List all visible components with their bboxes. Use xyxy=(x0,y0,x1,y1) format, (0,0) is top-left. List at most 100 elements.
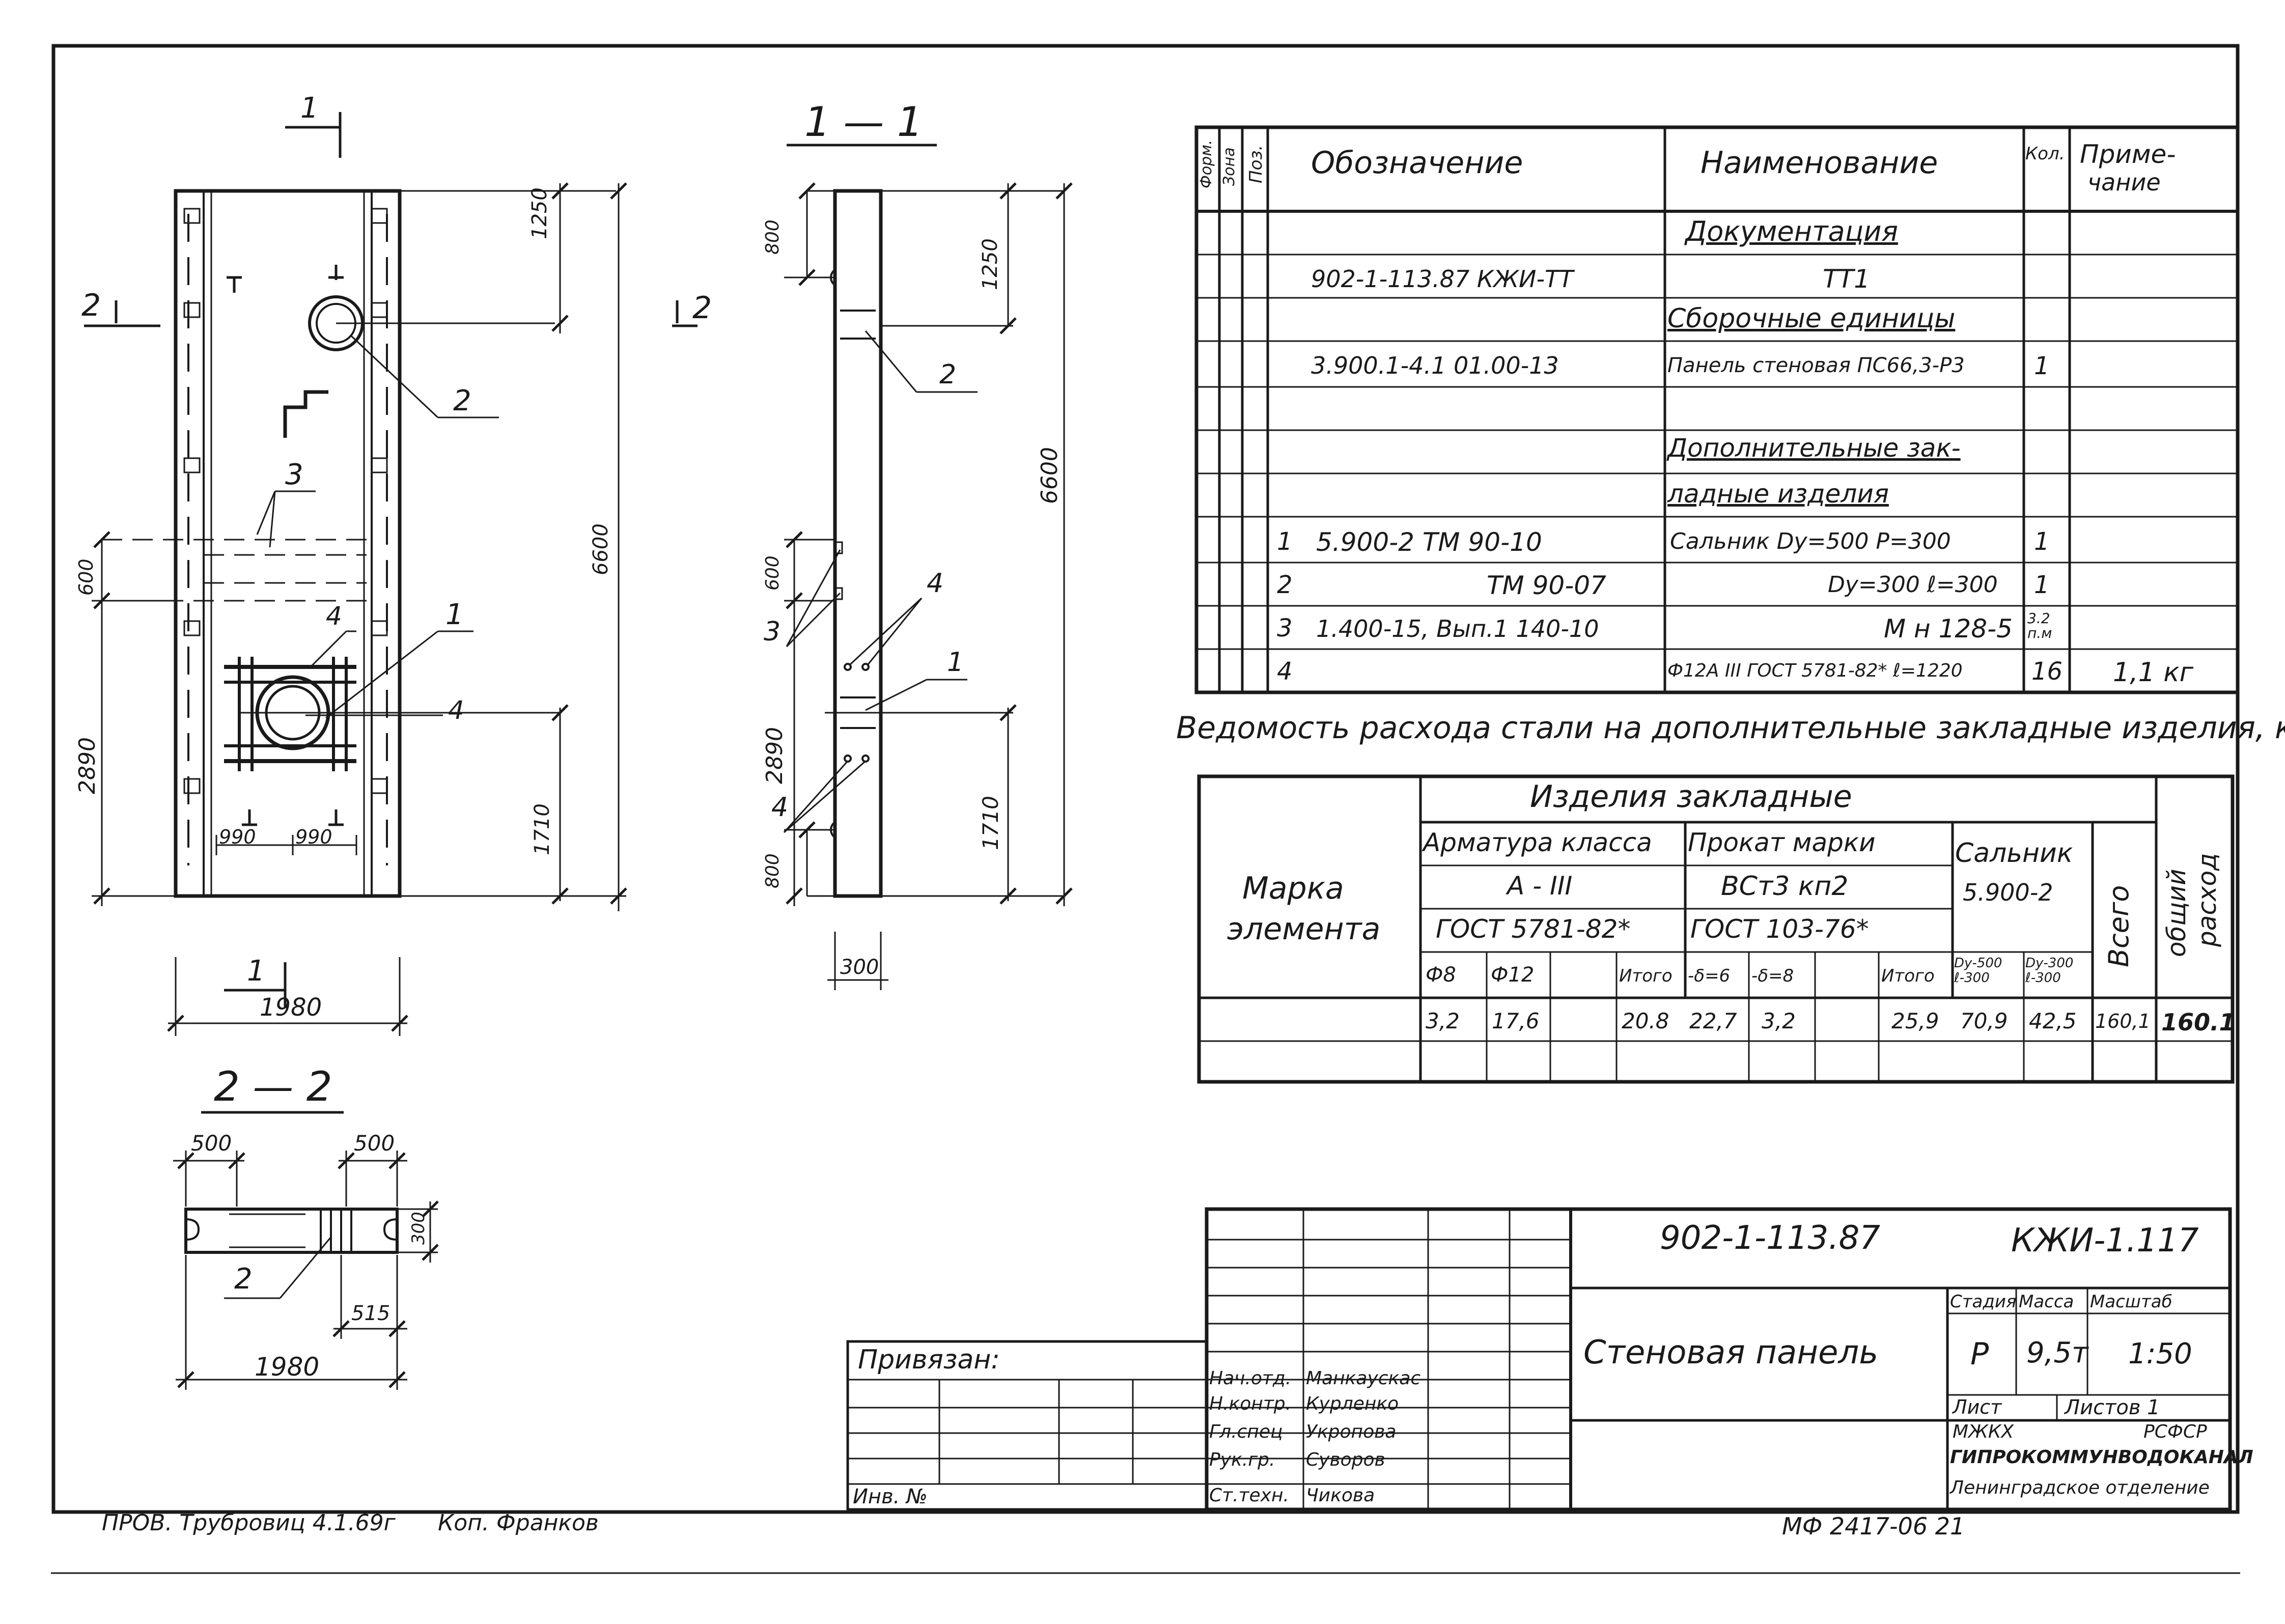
title-block-grid xyxy=(846,1207,2232,1511)
steel-rebar-grade: А - III xyxy=(1507,871,1573,901)
dim-1980-2-2: 1980 xyxy=(255,1352,320,1382)
pos-label-4-front-top: 4 xyxy=(326,601,342,631)
spec-header-qty: Кол. xyxy=(2025,144,2065,164)
pos-label-4-section-top: 4 xyxy=(927,568,944,599)
cut-marker-1-top: 1 xyxy=(300,92,319,125)
spec-header-name: Наименование xyxy=(1701,145,1938,181)
title-block-org-republic: РСФСР xyxy=(2143,1421,2207,1442)
dim-515-2-2: 515 xyxy=(351,1302,391,1325)
spec-row-pos: 3 xyxy=(1277,614,1293,642)
spec-row-qty: 1 xyxy=(2034,571,2050,599)
pos-label-2-section: 2 xyxy=(939,359,957,390)
pos-label-4-front: 4 xyxy=(448,695,464,725)
spec-row-designation: ТМ 90-07 xyxy=(1487,571,1606,600)
spec-row-pos: 1 xyxy=(1277,527,1293,556)
spec-header-note-1: Приме- xyxy=(2080,139,2176,169)
title-block-person: Чикова xyxy=(1306,1485,1375,1506)
title-block-person: Курленко xyxy=(1306,1393,1399,1414)
steel-sub-header: Dу-300 ℓ-300 xyxy=(2025,956,2074,986)
spec-row-name: М н 128-5 xyxy=(1884,614,2013,643)
spec-row-pos: 4 xyxy=(1277,657,1293,686)
steel-overall-header-2: расход xyxy=(2192,853,2222,947)
title-block-role: Гл.спец xyxy=(1209,1421,1283,1442)
title-block-role: Н.контр. xyxy=(1209,1393,1292,1414)
title-block-mass: 9,5т xyxy=(2026,1336,2088,1369)
spec-row-note: 1,1 кг xyxy=(2113,657,2193,688)
dim-500-left-2-2: 500 xyxy=(191,1131,232,1156)
title-block-sheet-code: КЖИ-1.117 xyxy=(2011,1222,2199,1259)
footer-copied-by: Коп. Франков xyxy=(438,1510,599,1536)
spec-row-name: ТТ1 xyxy=(1823,264,1870,294)
dim-800-bottom-section: 800 xyxy=(762,853,783,888)
pos-label-3-front: 3 xyxy=(285,458,303,491)
footer-archive-number: МФ 2417-06 21 xyxy=(1782,1513,1965,1540)
steel-sub-header: Итого xyxy=(1619,966,1673,986)
title-block-org-institute: ГИПРОКОММУНВОДОКАНАЛ xyxy=(1950,1447,2253,1468)
dim-2890-section: 2890 xyxy=(762,727,788,784)
dim-1250-section: 1250 xyxy=(979,238,1002,290)
steel-sub-header: Ф8 xyxy=(1426,963,1456,987)
steel-sub-header: -δ=8 xyxy=(1751,966,1794,986)
title-block-person: Укропова xyxy=(1306,1421,1397,1442)
title-block-role: Ст.техн. xyxy=(1209,1485,1289,1506)
spec-row-name: Документация xyxy=(1685,215,1898,247)
dim-300-section: 300 xyxy=(840,956,879,979)
steel-mark-header-2: элемента xyxy=(1227,911,1381,947)
footer-checked-by: ПРОВ. Трубровиц 4.1.69г xyxy=(102,1510,396,1536)
title-block-code: 902-1-113.87 xyxy=(1660,1219,1880,1257)
steel-mark-header-1: Марка xyxy=(1242,871,1344,906)
pos-label-1-front: 1 xyxy=(445,598,464,631)
spec-row-name: Дополнительные зак- xyxy=(1667,433,1961,463)
steel-sub-header: Ф12 xyxy=(1491,963,1535,987)
spec-row-name: Сальник Dу=500 Р=300 xyxy=(1670,528,1951,554)
dim-2890-front: 2890 xyxy=(74,737,100,794)
spec-row-qty: 16 xyxy=(2031,657,2063,686)
steel-value: 25,9 xyxy=(1891,1009,1939,1033)
steel-rebar-class: Арматура класса xyxy=(1423,828,1652,857)
spec-row-qty: 3.2 п.м xyxy=(2027,610,2052,642)
title-block-person: Манкаускас xyxy=(1306,1368,1421,1389)
steel-rebar-gost: ГОСТ 5781-82* xyxy=(1436,914,1631,944)
title-block-scale-header: Масштаб xyxy=(2090,1292,2172,1312)
dim-600-section: 600 xyxy=(762,555,783,591)
title-block-bound-label: Привязан: xyxy=(858,1345,1000,1375)
dim-990-right: 990 xyxy=(295,826,332,848)
title-block-stage: Р xyxy=(1970,1336,1989,1372)
spec-row-name: Сборочные единицы xyxy=(1667,303,1956,334)
steel-rolled-grade: ВСт3 кп2 xyxy=(1721,871,1849,902)
title-block-person: Суворов xyxy=(1306,1449,1385,1470)
steel-gland-code: 5.900-2 xyxy=(1963,879,2053,906)
spec-row-designation: 3.900.1-4.1 01.00-13 xyxy=(1311,352,1559,379)
spec-header-note-2: чание xyxy=(2087,169,2161,196)
dim-1250-front: 1250 xyxy=(528,187,551,239)
dim-300-2-2: 300 xyxy=(408,1212,429,1245)
steel-total-header: Всего xyxy=(2103,885,2135,967)
steel-rolled-header: Прокат марки xyxy=(1688,828,1876,857)
section-2-2-view xyxy=(173,1111,439,1390)
steel-value: 160,1 xyxy=(2095,1010,2151,1032)
spec-header-zone: Зона xyxy=(1220,147,1238,186)
steel-value: 17,6 xyxy=(1492,1009,1540,1033)
title-block-sheets-header: Листов 1 xyxy=(2065,1396,2160,1419)
pos-label-2-2-2: 2 xyxy=(234,1263,253,1296)
pos-label-1-section: 1 xyxy=(947,647,964,678)
spec-header-format: Форм. xyxy=(1197,139,1215,188)
spec-row-qty: 1 xyxy=(2034,527,2050,556)
dim-1980-front: 1980 xyxy=(260,993,322,1022)
dim-500-right-2-2: 500 xyxy=(354,1131,395,1156)
steel-sub-header: Итого xyxy=(1881,966,1935,986)
dim-990-left: 990 xyxy=(219,826,256,848)
cut-marker-2-right: 2 xyxy=(692,290,712,326)
spec-row-name: Панель стеновая ПС66,3-Р3 xyxy=(1667,354,1965,377)
dim-1710-front: 1710 xyxy=(531,803,554,855)
spec-row-qty: 1 xyxy=(2034,352,2050,380)
title-block-inv-label: Инв. № xyxy=(853,1485,928,1508)
section-1-1-title: 1 — 1 xyxy=(804,98,923,146)
cut-marker-2-left: 2 xyxy=(81,288,101,323)
spec-row-name: Dу=300 ℓ=300 xyxy=(1828,572,1998,598)
steel-value: 22,7 xyxy=(1689,1009,1737,1033)
cut-marker-1-bottom: 1 xyxy=(247,955,265,988)
steel-table-grid xyxy=(1197,774,2235,1084)
